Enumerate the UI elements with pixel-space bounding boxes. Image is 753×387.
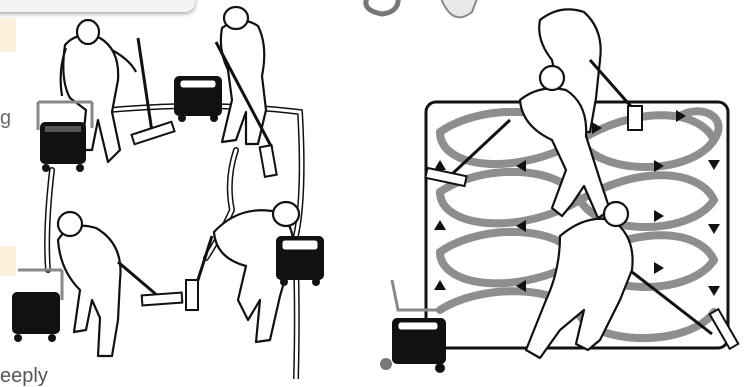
mop-bucket-icon: [38, 102, 92, 172]
mop-bucket-icon: [12, 270, 62, 342]
top-emblem-fragment: [366, 0, 398, 14]
mop-bucket-icon: [276, 236, 324, 286]
dust-mop-icon: [131, 38, 174, 144]
right-panel-figure-eight-method: [380, 0, 738, 373]
cleaning-illustration: [0, 0, 753, 379]
left-panel-perimeter-method: [12, 7, 324, 379]
top-shape-fragment: [440, 0, 478, 17]
illustration-scene: g eeply: [0, 0, 753, 379]
dust-mop-icon: [118, 262, 182, 305]
janitor-figure-icon: [58, 212, 121, 356]
dust-mop-icon: [186, 236, 212, 310]
mop-bucket-icon: [174, 76, 222, 122]
